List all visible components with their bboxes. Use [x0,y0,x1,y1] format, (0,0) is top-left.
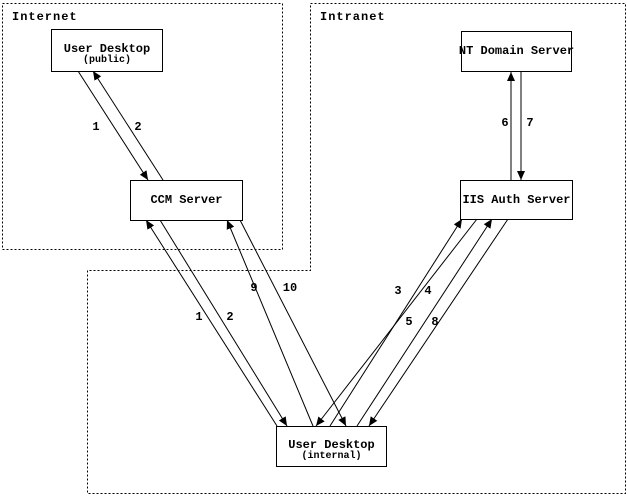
internet-zone-border [2,3,283,250]
node-user-desktop-internal: User Desktop (internal) [276,426,387,467]
edge-line-2-ccm-to-internal [159,219,288,427]
edge-label-6-iis-nt: 6 [501,116,509,130]
edge-label-3-internal-iis: 3 [394,284,402,298]
intranet-zone-border [87,3,626,494]
edge-label-2-ccm-internal: 2 [226,310,234,324]
node-nt-domain-server: NT Domain Server [458,31,575,72]
edge-line-9-internal-to-ccm [226,219,314,427]
node-user-desktop-public-subtitle: (public) [82,55,131,66]
node-nt-domain-server-title: NT Domain Server [458,44,575,58]
node-ccm-server: CCM Server [130,180,243,221]
node-user-desktop-internal-title: User Desktop [288,438,375,452]
edge-label-7-nt-iis: 7 [526,116,534,130]
node-user-desktop-public-title: User Desktop [63,42,151,56]
internet-zone-label: Internet [12,10,78,24]
edge-label-1-internal-ccm: 1 [195,310,203,324]
edge-label-4-iis-internal: 4 [424,284,432,298]
edge-line-10-ccm-to-internal [239,219,347,427]
edge-label-5-internal-iis: 5 [405,315,413,329]
edge-label-1-public-ccm: 1 [92,120,100,134]
node-iis-auth-server-title: IIS Auth Server [462,192,571,207]
edge-line-1-public-to-ccm [77,70,149,181]
edge-line-2-ccm-to-public [92,70,164,181]
edge-line-5-internal-to-iis [356,218,493,427]
node-user-desktop-internal-subtitle: (internal) [301,451,362,462]
edge-line-1-internal-to-ccm [145,219,278,427]
edge-label-10-ccm-internal: 10 [282,281,298,295]
intranet-zone-label: Intranet [320,10,386,24]
edge-line-8-iis-to-internal [368,218,509,427]
edge-label-8-iis-internal: 8 [431,315,439,329]
node-user-desktop-public: User Desktop (public) [51,29,163,72]
edge-label-9-internal-ccm: 9 [250,281,258,295]
edge-label-2-ccm-public: 2 [134,120,142,134]
node-iis-auth-server: IIS Auth Server [460,180,573,220]
node-ccm-server-title: CCM Server [150,193,223,207]
edge-line-4-iis-to-internal [315,218,478,427]
